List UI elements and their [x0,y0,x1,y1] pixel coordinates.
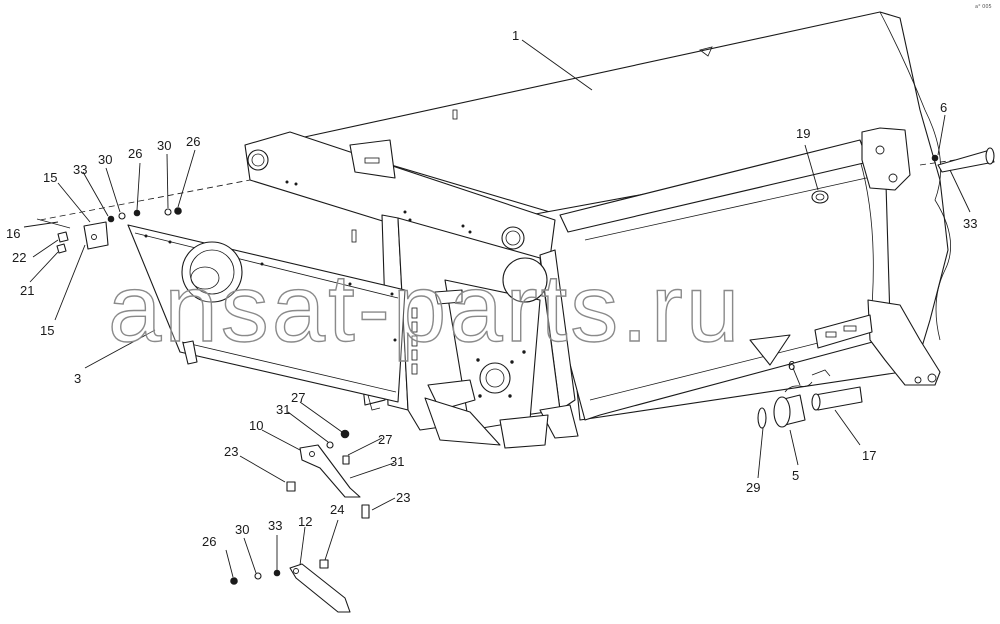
callout-23: 23 [396,490,410,505]
leader-lines [23,39,971,578]
callout-30: 30 [98,152,112,167]
callout-27: 27 [378,432,392,447]
callout-24: 24 [330,502,344,517]
callout-26: 26 [128,146,142,161]
callout-29: 29 [746,480,760,495]
main-housing [299,11,951,421]
hinge-hardware [36,207,182,254]
callout-30: 30 [235,522,249,537]
callout-26: 26 [186,134,200,149]
callout-15: 15 [43,170,57,185]
callout-22: 22 [12,250,26,265]
front-panel [127,224,406,403]
callout-33: 33 [73,162,87,177]
callout-16: 16 [6,226,20,241]
assembly-line [39,179,251,221]
callout-5: 5 [792,468,799,483]
bracket-10 [286,429,370,519]
callout-30: 30 [157,138,171,153]
callouts: 1 3 5 6 6 10 12 15 15 16 17 19 21 22 23 … [6,4,992,549]
callout-23: 23 [224,444,238,459]
callout-33: 33 [268,518,282,533]
callout-17: 17 [862,448,876,463]
callout-27: 27 [291,390,305,405]
callout-19: 19 [796,126,810,141]
callout-26: 26 [202,534,216,549]
callout-31: 31 [390,454,404,469]
callout-33: 33 [963,216,977,231]
callout-21: 21 [20,283,34,298]
callout-15: 15 [40,323,54,338]
pin-assembly [757,147,995,429]
callout-3: 3 [74,371,81,386]
callout-12: 12 [298,514,312,529]
callout-1: 1 [512,28,519,43]
bracket-12 [230,559,351,613]
callout-6: 6 [788,358,795,373]
callout-31: 31 [276,402,290,417]
corner-mark: a° 005 [975,4,992,10]
callout-10: 10 [249,418,263,433]
callout-6: 6 [940,100,947,115]
